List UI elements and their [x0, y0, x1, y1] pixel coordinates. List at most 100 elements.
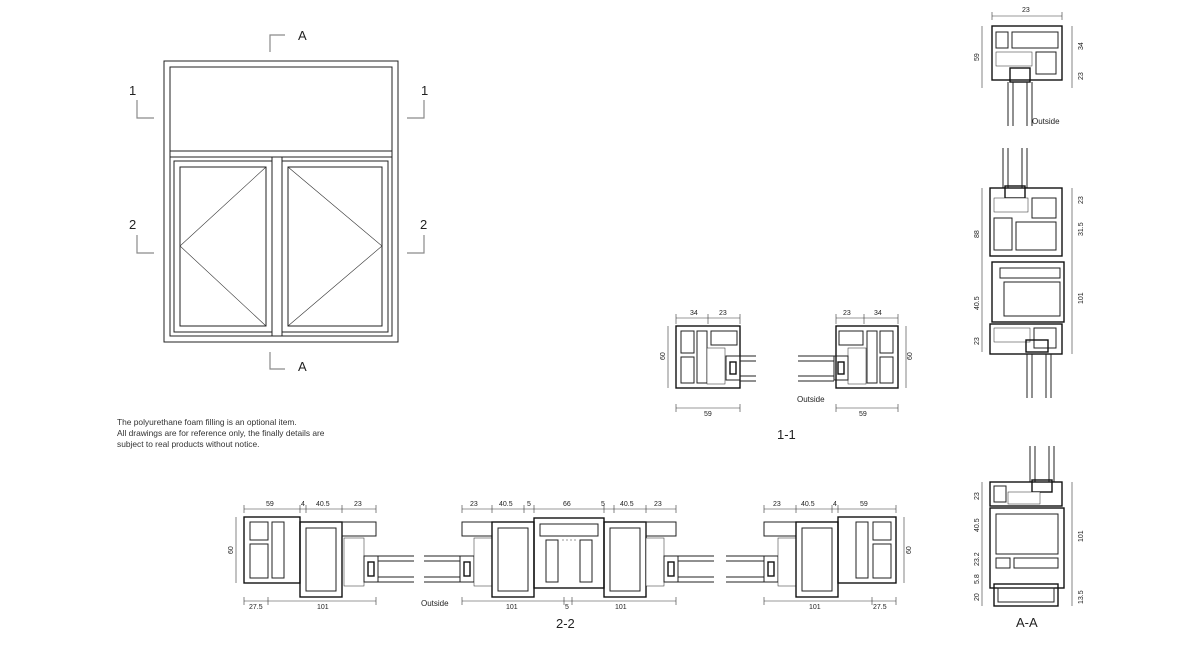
sash-profile-aa-mid-bottom: [989, 323, 1063, 355]
dim-1-1-34-right: 34: [874, 310, 882, 317]
dim-aa-23-mid-bottom: 23: [974, 337, 981, 345]
sash-profile-2-2-left: [299, 521, 343, 598]
section-title-2-2: 2-2: [556, 616, 575, 631]
note-line: The polyurethane foam filling is an opti…: [117, 417, 297, 427]
foam-fill-aa-mid-bottom: [993, 327, 1031, 343]
foam-fill-2-2-mid-left: [473, 537, 493, 587]
dim-2-2-101-mid-left: 101: [506, 604, 518, 611]
outside-label-aa: Outside: [1032, 117, 1060, 126]
frame-profile-right: [835, 325, 899, 389]
section-marker-2-left: [136, 235, 154, 254]
dim-aa-20: 20: [974, 593, 981, 601]
dim-2-2-60-left: 60: [228, 546, 235, 554]
dim-2-2-23-left: 23: [354, 501, 362, 508]
mullion-profile-2-2: [533, 517, 605, 589]
foam-fill-aa-mid-top: [993, 197, 1029, 213]
dim-2-2-101-right: 101: [809, 604, 821, 611]
section-marker-2-right: [407, 235, 425, 254]
note-line: All drawings are for reference only, the…: [117, 428, 325, 438]
dim-2-2-60-right: 60: [906, 546, 913, 554]
foam-fill-right: [847, 347, 867, 385]
dim-2-2-59-right: 59: [860, 501, 868, 508]
dim-2-2-23-mid-right: 23: [654, 501, 662, 508]
frame-profile-aa-bottom: [989, 507, 1065, 589]
section-1-1: 34 23 60 59 23 34 60 59 Outside 1-1: [660, 310, 914, 442]
foam-fill-2-2-left: [343, 537, 365, 587]
dim-2-2-5-mid-bottom: 5: [565, 604, 569, 611]
dim-aa-23-mid: 23: [1078, 196, 1085, 204]
sash-profile-aa-bottom: [989, 481, 1063, 507]
section-title-1-1: 1-1: [777, 427, 796, 442]
dim-2-2-59-left: 59: [266, 501, 274, 508]
dim-1-1-60-left: 60: [660, 352, 667, 360]
inner-frame: [169, 66, 393, 337]
dim-2-2-5-mid-right: 5: [601, 501, 605, 508]
section-title-a-a: A-A: [1016, 615, 1038, 630]
dim-aa-top-23: 23: [1022, 7, 1030, 14]
sash-right: [281, 160, 389, 333]
dim-2-2-275-left: 27.5: [249, 604, 263, 611]
section-label-1-left: 1: [129, 83, 136, 98]
section-label-1-right: 1: [421, 83, 428, 98]
section-2-2: 59 4 40.5 23 60 27.5 101: [228, 501, 913, 631]
dim-1-1-23-right: 23: [843, 310, 851, 317]
dim-2-2-23-right: 23: [773, 501, 781, 508]
outside-label-2-2: Outside: [421, 599, 449, 608]
foam-fill-aa-top: [995, 51, 1033, 67]
dim-2-2-405-left: 40.5: [316, 501, 330, 508]
dim-aa-232: 23.2: [974, 552, 981, 566]
frame-profile-aa-mid: [991, 261, 1065, 323]
dim-aa-405-mid: 40.5: [974, 296, 981, 310]
dim-aa-405-bottom: 40.5: [974, 518, 981, 532]
dim-1-1-59-left: 59: [704, 411, 712, 418]
dim-aa-135: 13.5: [1078, 590, 1085, 604]
foam-fill-left: [706, 347, 726, 385]
dim-1-1-23-left: 23: [719, 310, 727, 317]
section-label-a-top: A: [298, 28, 307, 43]
section-marker-a-top: [269, 34, 285, 52]
dim-2-2-405-right: 40.5: [801, 501, 815, 508]
dim-1-1-34-left: 34: [690, 310, 698, 317]
foam-fill-aa-bottom: [1007, 491, 1041, 505]
dim-aa-23-bottom: 23: [974, 492, 981, 500]
dim-aa-101-mid: 101: [1078, 292, 1085, 304]
drawing-notes: The polyurethane foam filling is an opti…: [117, 417, 417, 450]
foam-fill-2-2-right: [777, 537, 797, 587]
dim-1-1-59-right: 59: [859, 411, 867, 418]
dim-2-2-5-mid-left: 5: [527, 501, 531, 508]
section-label-2-right: 2: [420, 217, 427, 232]
dim-aa-59: 59: [974, 53, 981, 61]
dim-2-2-4-right: 4: [833, 501, 837, 508]
outside-label-1-1: Outside: [797, 395, 825, 404]
window-elevation: A A 1 1 2 2: [129, 28, 428, 374]
foam-fill-2-2-mid-right: [645, 537, 665, 587]
dim-2-2-23-mid-left: 23: [470, 501, 478, 508]
dim-aa-101-bottom: 101: [1078, 530, 1085, 542]
dim-aa-58: 5.8: [974, 574, 981, 584]
dim-aa-34: 34: [1078, 42, 1085, 50]
dim-aa-88: 88: [974, 230, 981, 238]
dim-2-2-4-left: 4: [301, 501, 305, 508]
section-label-a-bottom: A: [298, 359, 307, 374]
frame-profile-2-2-right: [837, 516, 897, 584]
sash-left: [173, 160, 273, 333]
dim-aa-23-top: 23: [1078, 72, 1085, 80]
sill-profile-aa: [993, 583, 1059, 607]
dim-2-2-101-mid-right: 101: [615, 604, 627, 611]
dim-2-2-101-left: 101: [317, 604, 329, 611]
dim-2-2-275-right: 27.5: [873, 604, 887, 611]
frame-profile-aa-top: [991, 25, 1063, 81]
opening-indicator-right: [287, 166, 383, 327]
opening-indicator-left: [179, 166, 267, 327]
dim-2-2-405-mid-left: 40.5: [499, 501, 513, 508]
dim-2-2-405-mid-right: 40.5: [620, 501, 634, 508]
section-marker-1-left: [136, 100, 154, 119]
outer-frame: [163, 60, 399, 343]
dim-1-1-60-right: 60: [907, 352, 914, 360]
section-a-a: 23 59 34 23 Outside 88 40.5 23 23: [974, 7, 1085, 630]
sash-profile-aa-mid: [989, 187, 1063, 257]
section-marker-1-right: [407, 100, 425, 119]
note-line: subject to real products without notice.: [117, 439, 260, 449]
dim-2-2-66: 66: [563, 501, 571, 508]
